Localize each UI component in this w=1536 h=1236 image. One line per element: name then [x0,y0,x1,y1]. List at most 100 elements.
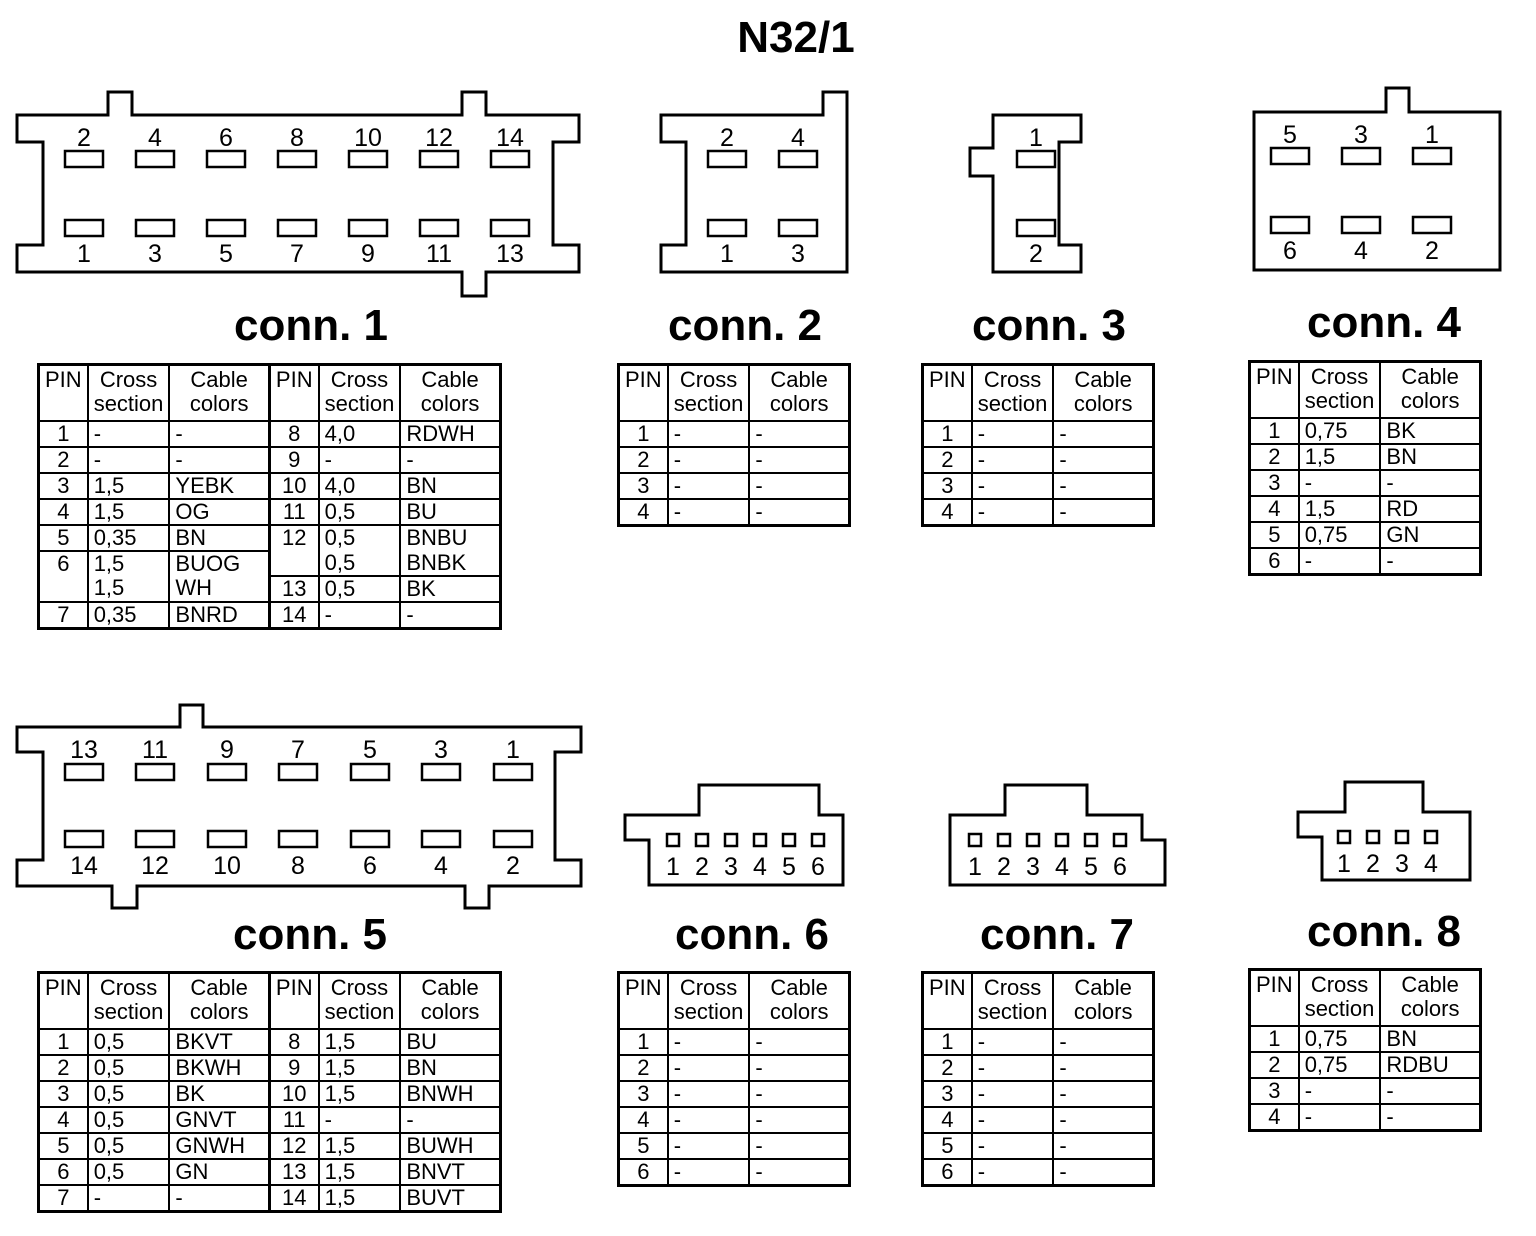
table-row: 3-- [617,1080,851,1108]
pin-cell: 4 [1248,1103,1300,1132]
cross-section-cell: - [1297,469,1382,497]
pin-socket [1112,832,1128,848]
cross-section-cell: 0,75 [1297,521,1382,549]
pin-header: PIN [921,971,973,1030]
pin-number-label: 4 [791,124,805,152]
pin-socket [723,832,739,848]
pin-cell: 2 [1248,1051,1300,1079]
pin-socket [1394,829,1410,845]
pin-socket [347,218,389,238]
page-title: N32/1 [737,13,855,62]
pin-number-label: 9 [361,240,375,268]
cross-section-cell: - [1297,1103,1382,1132]
cable-color-cell: - [748,1158,851,1187]
cross-section-cell: 0,5 [317,575,402,603]
pin-socket [205,149,247,169]
pin-number-label: 1 [1029,124,1043,152]
pin-cell: 14 [268,1184,320,1213]
pin-cell: 4 [617,498,669,527]
cross-section-cell: - [970,1054,1055,1082]
cable-color-cell: BNRD [168,601,271,630]
pin-number-label: 5 [1283,121,1297,149]
pin-socket [1423,829,1439,845]
cable-color-cell: - [748,446,851,474]
conn8-label: conn. 8 [1306,907,1462,956]
cross-section-cell: 1,5 [317,1028,402,1056]
cross-section-cell: 0,5 [86,1054,171,1082]
pin-header: PIN [268,971,320,1030]
pin-number-label: 1 [77,240,91,268]
pin-number-label: 3 [1395,850,1409,878]
cable-color-cell: BN [1379,1025,1482,1053]
cable-color-cell: - [168,1184,271,1213]
pin-socket [1340,146,1382,166]
pin-number-label: 6 [1113,853,1127,881]
pin-socket [349,829,391,849]
cross-section-cell: - [970,1158,1055,1187]
cable-color-cell: - [168,446,271,474]
cross-section-cell: 0,75 [1297,417,1382,445]
pin-socket [134,762,176,782]
conn1-housing [15,90,581,298]
cross-section-cell: 4,0 [317,472,402,500]
table-row: 3-- [921,472,1155,500]
pin-socket [349,762,391,782]
cross-section-cell: 1,5 [317,1080,402,1108]
table-row: 3-- [1248,469,1482,497]
pin-cell: 6 [921,1158,973,1187]
pin-number-label: 13 [496,240,524,268]
table-row: 4-- [617,498,851,527]
pin-number-label: 8 [290,124,304,152]
pin-number-label: 12 [425,124,453,152]
cross-section-cell: - [970,1080,1055,1108]
pin-cell: 12 [268,1132,320,1160]
cable-color-cell: - [1379,1077,1482,1105]
pin-socket [206,762,248,782]
pin-number-label: 2 [720,124,734,152]
pin-cell: 1 [617,420,669,448]
cross-section-cell: - [1297,547,1382,576]
pin-number-label: 3 [1026,853,1040,881]
cable-color-cell: - [1052,446,1155,474]
pin-cell: 10 [268,1080,320,1108]
pin-socket [706,149,748,169]
pin-number-label: 14 [70,852,98,880]
pin-cell: 8 [268,1028,320,1056]
pin-cell: 13 [268,575,320,603]
cross-section-cell: 0,5 [86,1132,171,1160]
conn5-housing [15,703,583,910]
cross-section-cell: 0,35 [86,524,171,552]
pin-number-label: 1 [666,853,680,881]
pin-number-label: 3 [791,240,805,268]
pin-cell: 14 [268,601,320,630]
pin-number-label: 4 [148,124,162,152]
table-row: 4-- [921,1106,1155,1134]
pin-socket [1015,218,1057,238]
table-row: 4-- [921,498,1155,527]
cable-color-cell: - [1052,1080,1155,1108]
cross-section-cell: - [1297,1077,1382,1105]
cable-color-cell: BK [399,575,502,603]
pin-socket [781,832,797,848]
table-row: 6-- [921,1158,1155,1187]
cable-color-cell: - [1052,1028,1155,1056]
cable-color-cell: BN [1379,443,1482,471]
pin-cell: 4 [921,498,973,527]
pin-header: PIN [617,363,669,422]
cable-color-cell: - [1052,420,1155,448]
cross-section-cell: - [317,1106,402,1134]
pin-number-label: 5 [363,736,377,764]
cross-section-cell: - [666,446,751,474]
cable-color-cell: BN [399,472,502,500]
